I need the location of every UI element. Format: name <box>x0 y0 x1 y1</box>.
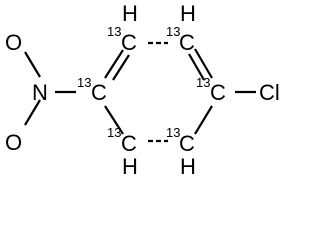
atom-c4: C <box>210 80 226 105</box>
atom-c6: C <box>121 131 137 156</box>
atom-h-c2: H <box>122 1 138 26</box>
isotope-label-c4: 13 <box>196 75 210 90</box>
atom-cl: Cl <box>259 80 280 105</box>
isotope-label-c3: 13 <box>166 24 180 39</box>
atom-c2: C <box>121 30 137 55</box>
isotope-label-c2: 13 <box>107 24 121 39</box>
atom-o-lower: O <box>5 130 22 155</box>
bond-c1-c2 <box>104 49 124 79</box>
atom-h-c5: H <box>180 154 196 179</box>
isotope-label-c5: 13 <box>166 125 180 140</box>
bonds <box>24 41 256 143</box>
atom-o-upper: O <box>5 30 22 55</box>
bond-c3-c4 <box>194 48 213 79</box>
bond-n-o-lower <box>24 99 41 126</box>
isotope-label-c6: 13 <box>107 125 121 140</box>
atom-h-c6: H <box>122 154 138 179</box>
bond-c4-c5 <box>194 105 213 135</box>
atom-c3: C <box>179 30 195 55</box>
atom-h-c3: H <box>180 1 196 26</box>
atom-c1: C <box>91 80 107 105</box>
bond-c6-c1 <box>104 105 124 135</box>
bond-c1-c2-inner <box>112 54 130 81</box>
structural-formula: O N O 13 C 13 H C 13 H C 13 C Cl 13 C H … <box>5 1 280 179</box>
atom-c5: C <box>179 131 195 156</box>
isotope-label-c1: 13 <box>77 75 91 90</box>
bond-c3-c4-inner <box>188 53 205 81</box>
bond-n-o-upper <box>24 51 41 78</box>
atom-n: N <box>32 80 48 105</box>
